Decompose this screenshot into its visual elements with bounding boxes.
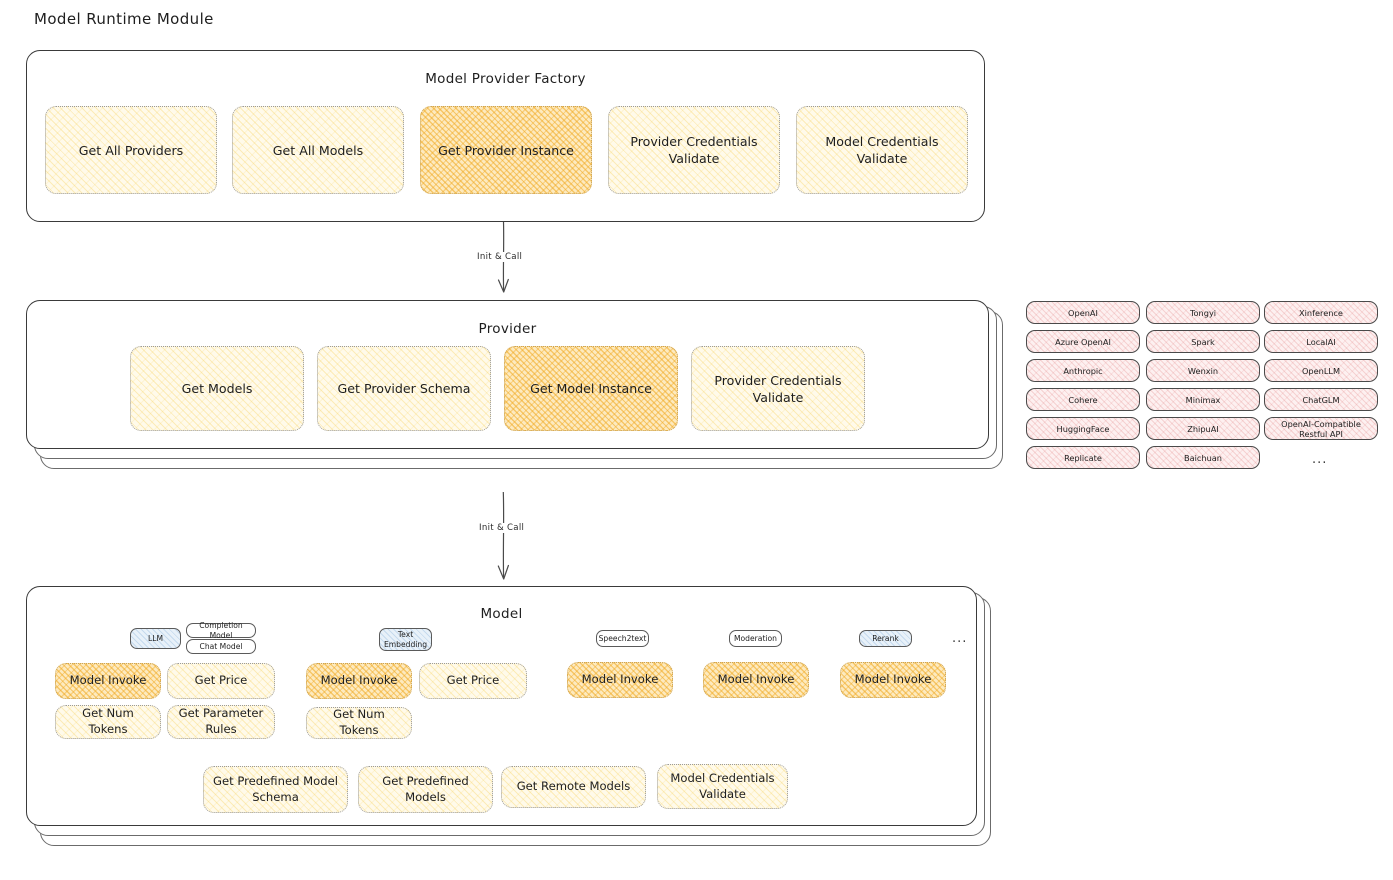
provider-chip-xinference[interactable]: Xinference: [1264, 301, 1378, 324]
model-text-embedding-node-get-price[interactable]: Get Price: [419, 663, 527, 699]
model-llm-node-model-invoke[interactable]: Model Invoke: [55, 663, 161, 699]
provider-title: Provider: [478, 321, 537, 337]
provider-chip-openllm[interactable]: OpenLLM: [1264, 359, 1378, 382]
model-type-moderation[interactable]: Moderation: [729, 630, 782, 647]
page-title: Model Runtime Module: [34, 10, 214, 28]
provider-chip-baichuan[interactable]: Baichuan: [1146, 446, 1260, 469]
factory-node-provider-credentials-validate[interactable]: Provider Credentials Validate: [608, 106, 780, 194]
provider-chip-minimax[interactable]: Minimax: [1146, 388, 1260, 411]
model-type-speech2text[interactable]: Speech2text: [596, 630, 649, 647]
provider-chip-chatglm[interactable]: ChatGLM: [1264, 388, 1378, 411]
provider-chip-spark[interactable]: Spark: [1146, 330, 1260, 353]
provider-chip-cohere[interactable]: Cohere: [1026, 388, 1140, 411]
provider-chip-azure-openai[interactable]: Azure OpenAI: [1026, 330, 1140, 353]
model-type-text-embedding[interactable]: Text Embedding: [379, 628, 432, 651]
model-title: Model: [480, 606, 523, 622]
provider-chip-tongyi[interactable]: Tongyi: [1146, 301, 1260, 324]
factory-node-get-all-providers[interactable]: Get All Providers: [45, 106, 217, 194]
model-types-ellipsis: ...: [952, 631, 968, 646]
provider-chip-replicate[interactable]: Replicate: [1026, 446, 1140, 469]
arrow-2-label: Init & Call: [476, 523, 528, 533]
model-moderation-node-model-invoke[interactable]: Model Invoke: [703, 662, 809, 698]
provider-node-get-models[interactable]: Get Models: [130, 346, 304, 431]
provider-chip-anthropic[interactable]: Anthropic: [1026, 359, 1140, 382]
provider-node-get-provider-schema[interactable]: Get Provider Schema: [317, 346, 491, 431]
model-common-node-get-remote-models[interactable]: Get Remote Models: [501, 766, 646, 808]
model-rerank-node-model-invoke[interactable]: Model Invoke: [840, 662, 946, 698]
model-type-llm-sub-chat-model[interactable]: Chat Model: [186, 639, 256, 654]
model-type-llm[interactable]: LLM: [130, 628, 181, 649]
provider-chip-openai-compatible-restful-api[interactable]: OpenAI-Compatible Restful API: [1264, 417, 1378, 440]
model-llm-node-get-parameter-rules[interactable]: Get Parameter Rules: [167, 705, 275, 739]
factory-node-model-credentials-validate[interactable]: Model Credentials Validate: [796, 106, 968, 194]
model-llm-node-get-num-tokens[interactable]: Get Num Tokens: [55, 705, 161, 739]
model-text-embedding-node-get-num-tokens[interactable]: Get Num Tokens: [306, 707, 412, 739]
factory-node-get-all-models[interactable]: Get All Models: [232, 106, 404, 194]
arrow-2-icon: [497, 491, 509, 580]
model-text-embedding-node-model-invoke[interactable]: Model Invoke: [306, 663, 412, 699]
arrow-provider-to-model: [484, 491, 524, 587]
provider-list-ellipsis: ...: [1312, 452, 1328, 467]
model-common-node-get-predefined-models[interactable]: Get Predefined Models: [358, 766, 493, 813]
model-type-rerank[interactable]: Rerank: [859, 630, 912, 647]
provider-node-get-model-instance[interactable]: Get Model Instance: [504, 346, 678, 431]
model-provider-factory-title: Model Provider Factory: [425, 71, 586, 87]
arrow-1-label: Init & Call: [474, 252, 526, 262]
factory-node-get-provider-instance[interactable]: Get Provider Instance: [420, 106, 592, 194]
model-common-node-model-credentials-validate[interactable]: Model Credentials Validate: [657, 764, 788, 809]
provider-chip-openai[interactable]: OpenAI: [1026, 301, 1140, 324]
provider-node-provider-credentials-validate[interactable]: Provider Credentials Validate: [691, 346, 865, 431]
model-common-node-get-predefined-model-schema[interactable]: Get Predefined Model Schema: [203, 766, 348, 813]
provider-chip-localai[interactable]: LocalAI: [1264, 330, 1378, 353]
model-llm-node-get-price[interactable]: Get Price: [167, 663, 275, 699]
provider-chip-wenxin[interactable]: Wenxin: [1146, 359, 1260, 382]
provider-chip-zhipuai[interactable]: ZhipuAI: [1146, 417, 1260, 440]
model-speech2text-node-model-invoke[interactable]: Model Invoke: [567, 662, 673, 698]
provider-chip-huggingface[interactable]: HuggingFace: [1026, 417, 1140, 440]
model-type-llm-sub-completion-model[interactable]: Completion Model: [186, 621, 256, 640]
